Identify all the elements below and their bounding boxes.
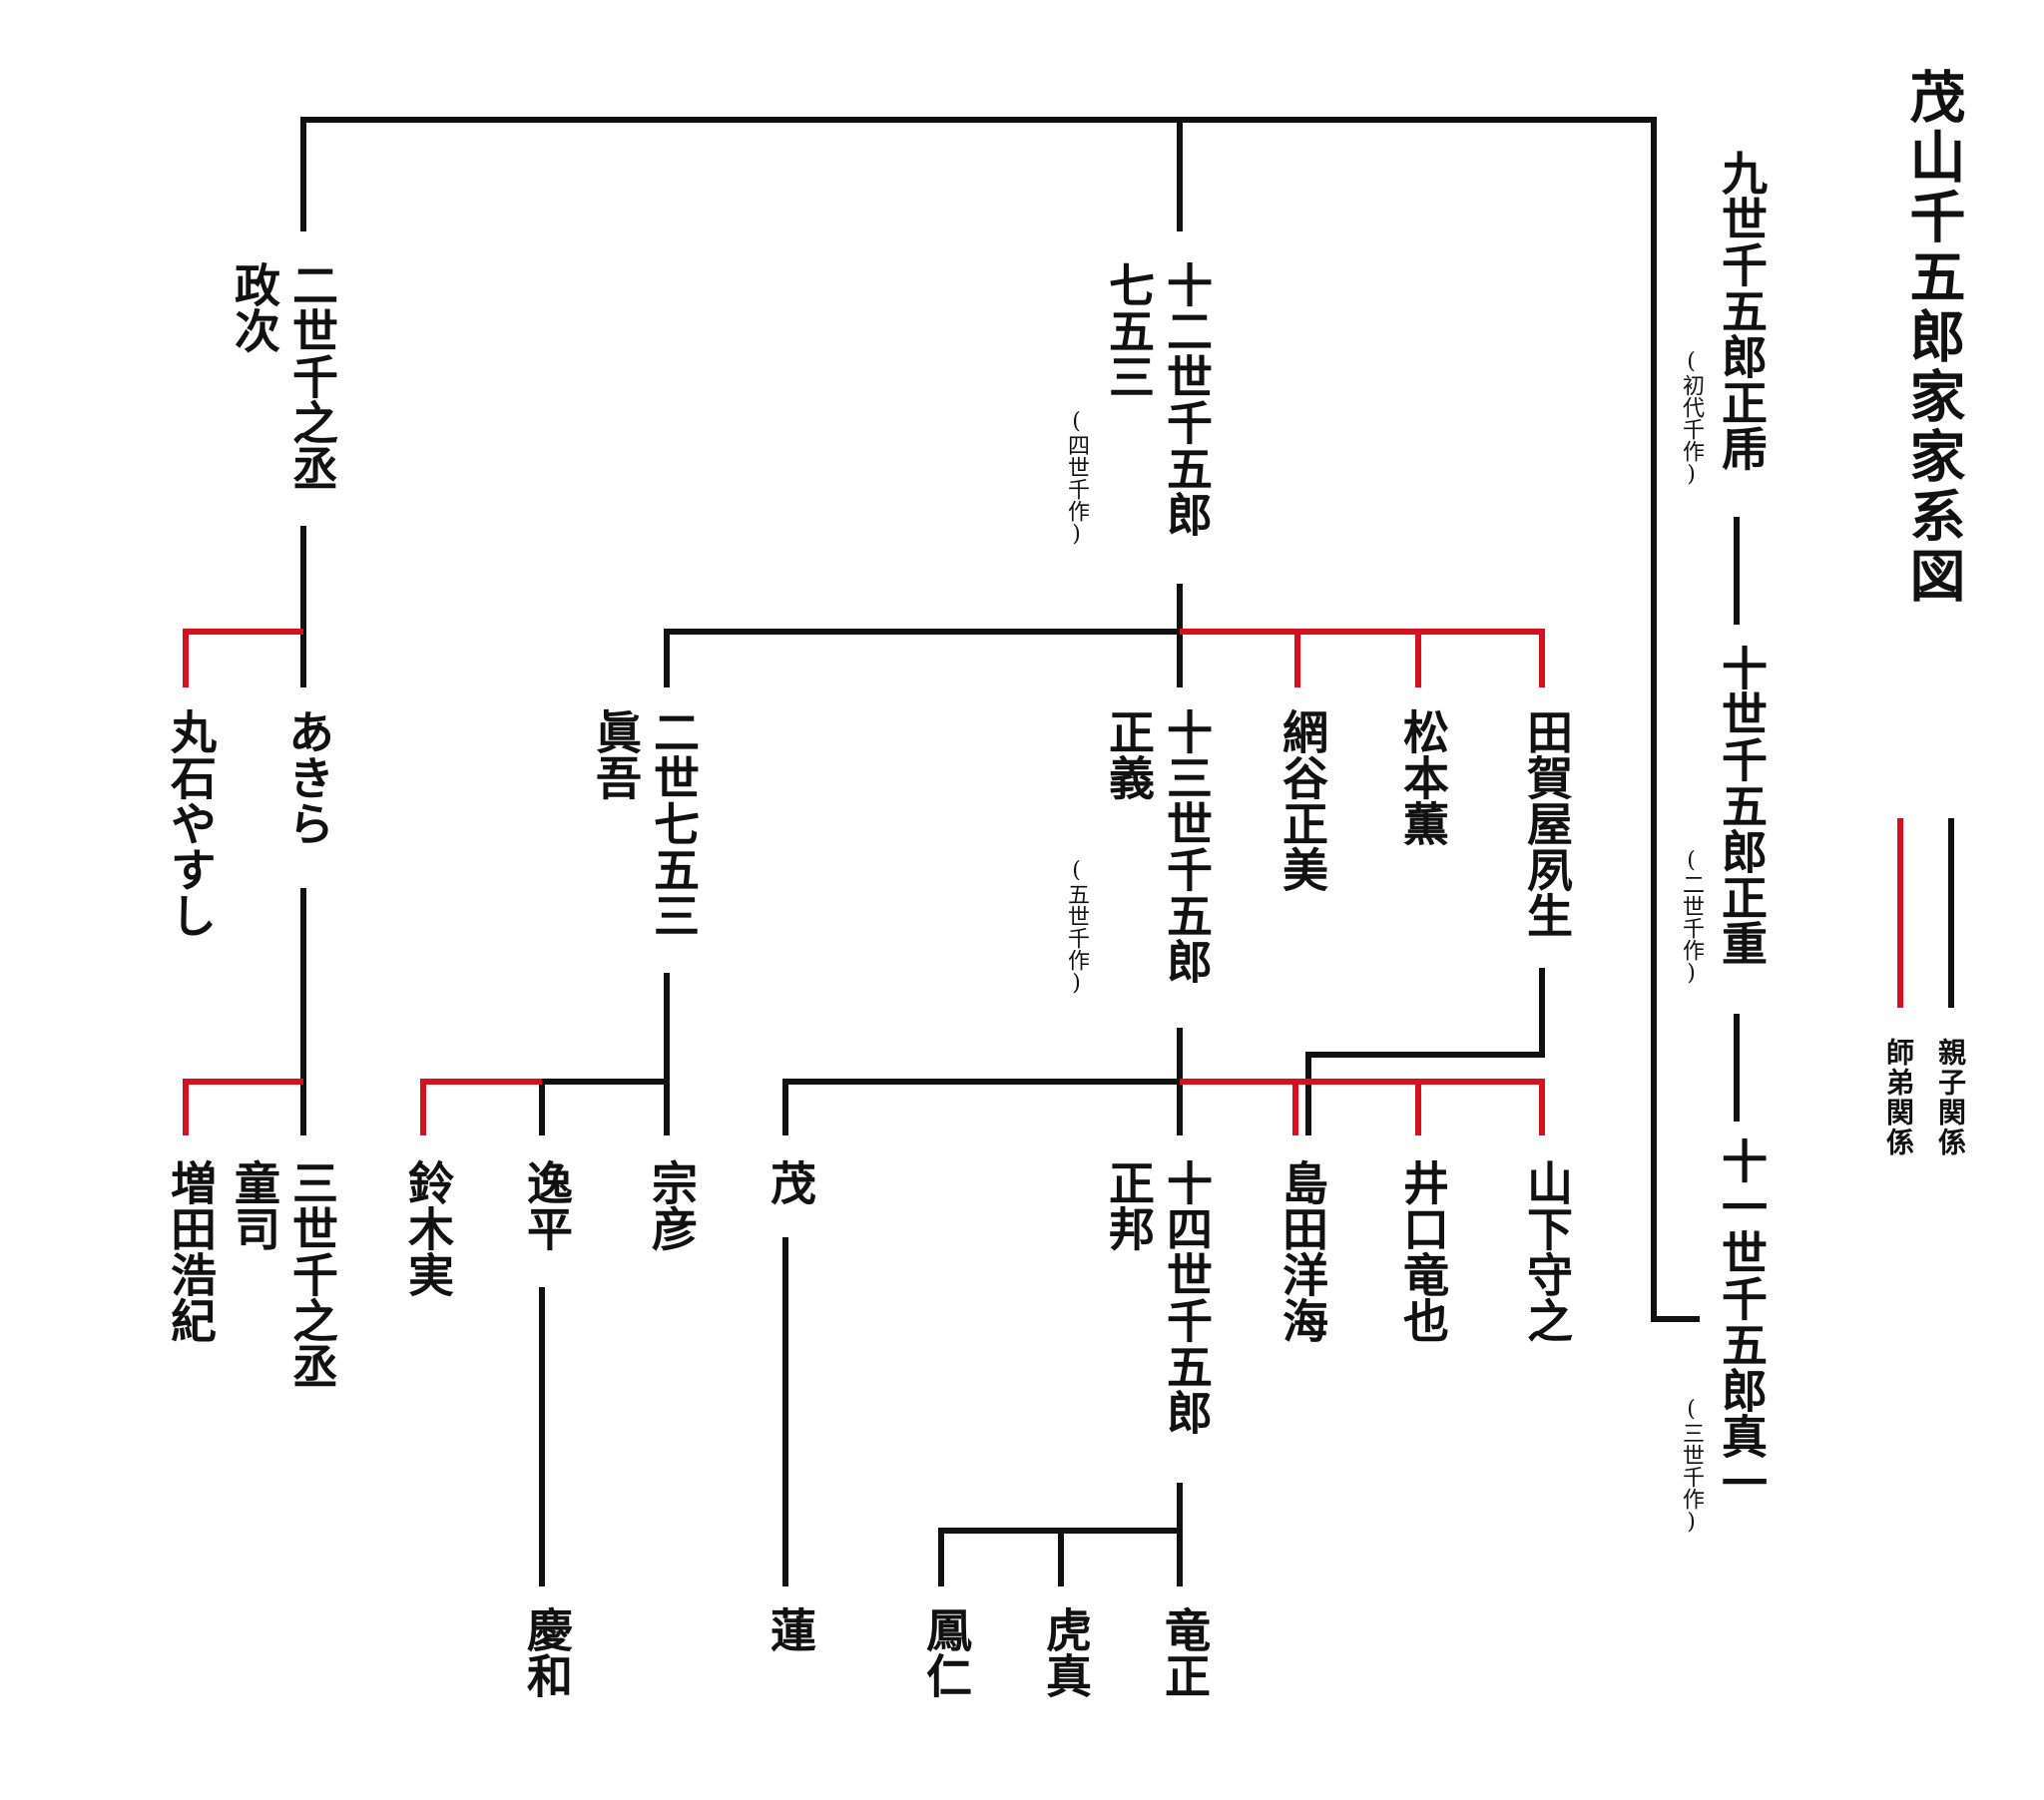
- person-gen9: 九世千五郎正乕: [1715, 150, 1769, 471]
- person-tatsumasa: 竜正: [1158, 1606, 1212, 1698]
- legend-parent-child: 親子関係: [1934, 1038, 1967, 1157]
- person-yamashita: 山下守之: [1520, 1159, 1574, 1343]
- person-ren: 蓮: [764, 1606, 817, 1652]
- parent-child-lines: [300, 117, 1954, 1586]
- note-gen12: (四世千作): [1064, 409, 1089, 547]
- person-gen14: 十四世千五郎 正邦: [1102, 1159, 1214, 1435]
- person-gen10: 十世千五郎正重: [1715, 645, 1769, 966]
- note-gen11: (三世千作): [1679, 1397, 1704, 1535]
- person-tagaya: 田賀屋夙生: [1520, 708, 1574, 938]
- person-shimada: 島田洋海: [1276, 1159, 1329, 1343]
- person-keiwa: 慶和: [520, 1606, 574, 1698]
- note-gen10: (二世千作): [1679, 848, 1704, 986]
- person-sennojo2: 二世千之丞 政次: [228, 261, 339, 491]
- person-shigeru: 茂: [764, 1159, 817, 1205]
- person-itsuhei: 逸平: [520, 1159, 574, 1251]
- person-maruishi: 丸石やすし: [164, 708, 218, 938]
- person-gen12: 十二世千五郎 七五三: [1102, 261, 1214, 537]
- person-houjin: 鳳仁: [919, 1606, 973, 1698]
- note-gen13: (五世千作): [1064, 858, 1089, 996]
- master-disciple-lines: [183, 629, 1903, 1135]
- person-akira: あきら: [281, 708, 335, 846]
- note-gen9: (初代千作): [1679, 349, 1704, 487]
- person-gen13: 十三世千五郎 正義: [1102, 708, 1214, 984]
- person-munehiko: 宗彦: [645, 1159, 699, 1251]
- page-title: 茂山千五郎家家系図: [1900, 68, 1966, 607]
- person-sennojo3: 三世千之丞 童司: [228, 1159, 339, 1389]
- person-torama: 虎真: [1039, 1606, 1093, 1698]
- legend-master-disciple: 師弟関係: [1882, 1038, 1915, 1157]
- person-amiya: 網谷正美: [1276, 708, 1329, 892]
- person-masuda: 増田浩紀: [164, 1159, 218, 1343]
- person-gen11: 十一世千五郎真一: [1715, 1137, 1769, 1505]
- person-suzuki: 鈴木実: [401, 1159, 455, 1297]
- person-iguchi: 井口竜也: [1396, 1159, 1450, 1343]
- person-shime2: 二世七五三 眞吾: [589, 708, 701, 938]
- person-matsumoto: 松本薫: [1396, 708, 1450, 846]
